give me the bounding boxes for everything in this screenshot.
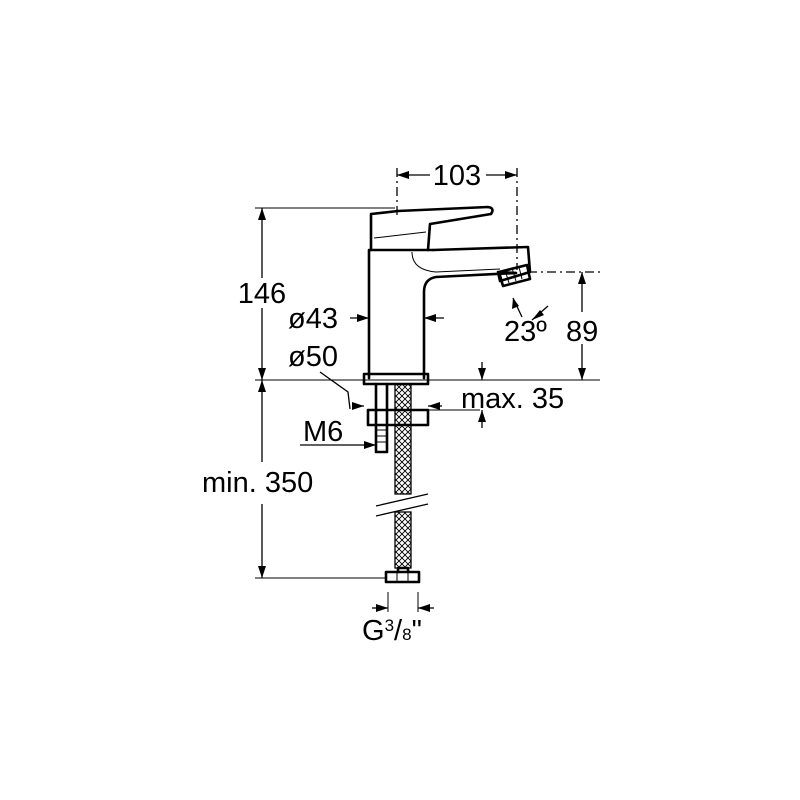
dimension-dia-50-label: ø50 bbox=[288, 341, 338, 373]
dimension-angle-23: 23º bbox=[504, 297, 549, 348]
extension-lines bbox=[255, 207, 600, 612]
dimension-146-label: 146 bbox=[238, 278, 286, 310]
dimension-dia-43: ø43 bbox=[288, 303, 444, 335]
center-lines bbox=[396, 168, 600, 273]
dimension-min-350: min. 350 bbox=[202, 380, 313, 578]
flexible-hose bbox=[375, 383, 429, 584]
dimension-89: 89 bbox=[566, 272, 598, 380]
dimension-max-35-label: max. 35 bbox=[461, 383, 564, 415]
dimension-103: 103 bbox=[397, 160, 517, 192]
dimension-103-label: 103 bbox=[433, 160, 481, 192]
dimension-min-350-label: min. 350 bbox=[202, 467, 313, 499]
dimension-dia-50: ø50 bbox=[288, 341, 442, 410]
dimension-89-label: 89 bbox=[566, 316, 598, 348]
dimension-g-3-8-label: G3/8" bbox=[362, 615, 422, 647]
dimension-146: 146 bbox=[238, 208, 286, 380]
dimension-m6: M6 bbox=[300, 416, 376, 449]
dimension-angle-23-label: 23º bbox=[504, 316, 547, 348]
dimension-g-3-8: G3/8" bbox=[362, 604, 434, 647]
dimension-max-35: max. 35 bbox=[461, 362, 564, 428]
dimension-dia-43-label: ø43 bbox=[288, 303, 338, 335]
dimension-m6-label: M6 bbox=[303, 416, 343, 448]
